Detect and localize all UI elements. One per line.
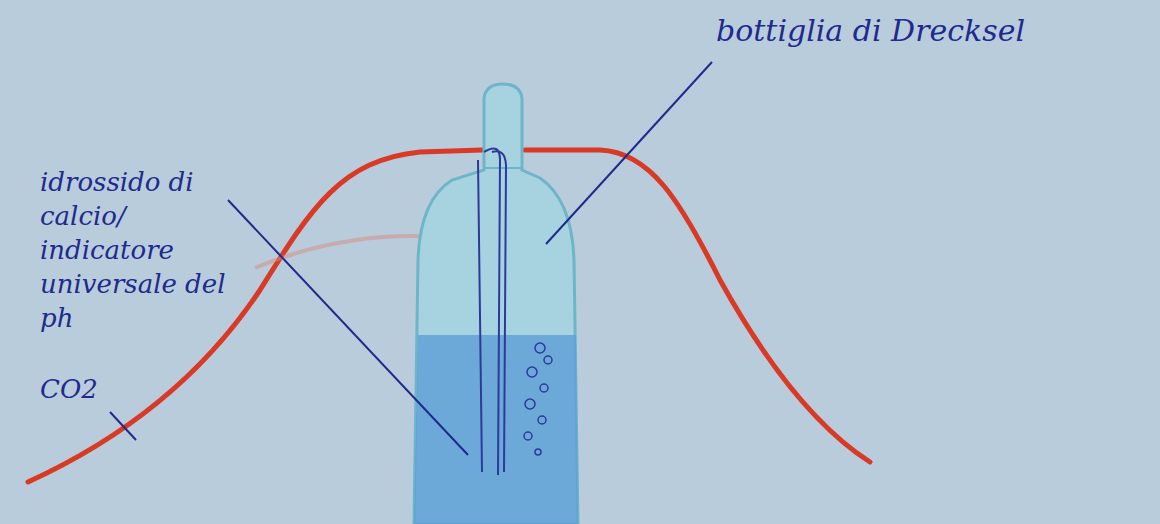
material-label: idrossido di calcio/ indicatore universa…	[40, 165, 240, 335]
liquid	[414, 335, 578, 524]
bubbles	[524, 343, 552, 455]
leader-line	[228, 200, 468, 455]
drechsel-bottle	[414, 84, 578, 524]
inlet-tube	[478, 148, 506, 475]
leader-line	[110, 412, 136, 440]
leader-line	[546, 62, 712, 244]
part-name: bottiglia di Drecksel	[716, 14, 1146, 48]
gas-label: CO2	[40, 372, 160, 406]
neck-joint	[484, 167, 522, 169]
